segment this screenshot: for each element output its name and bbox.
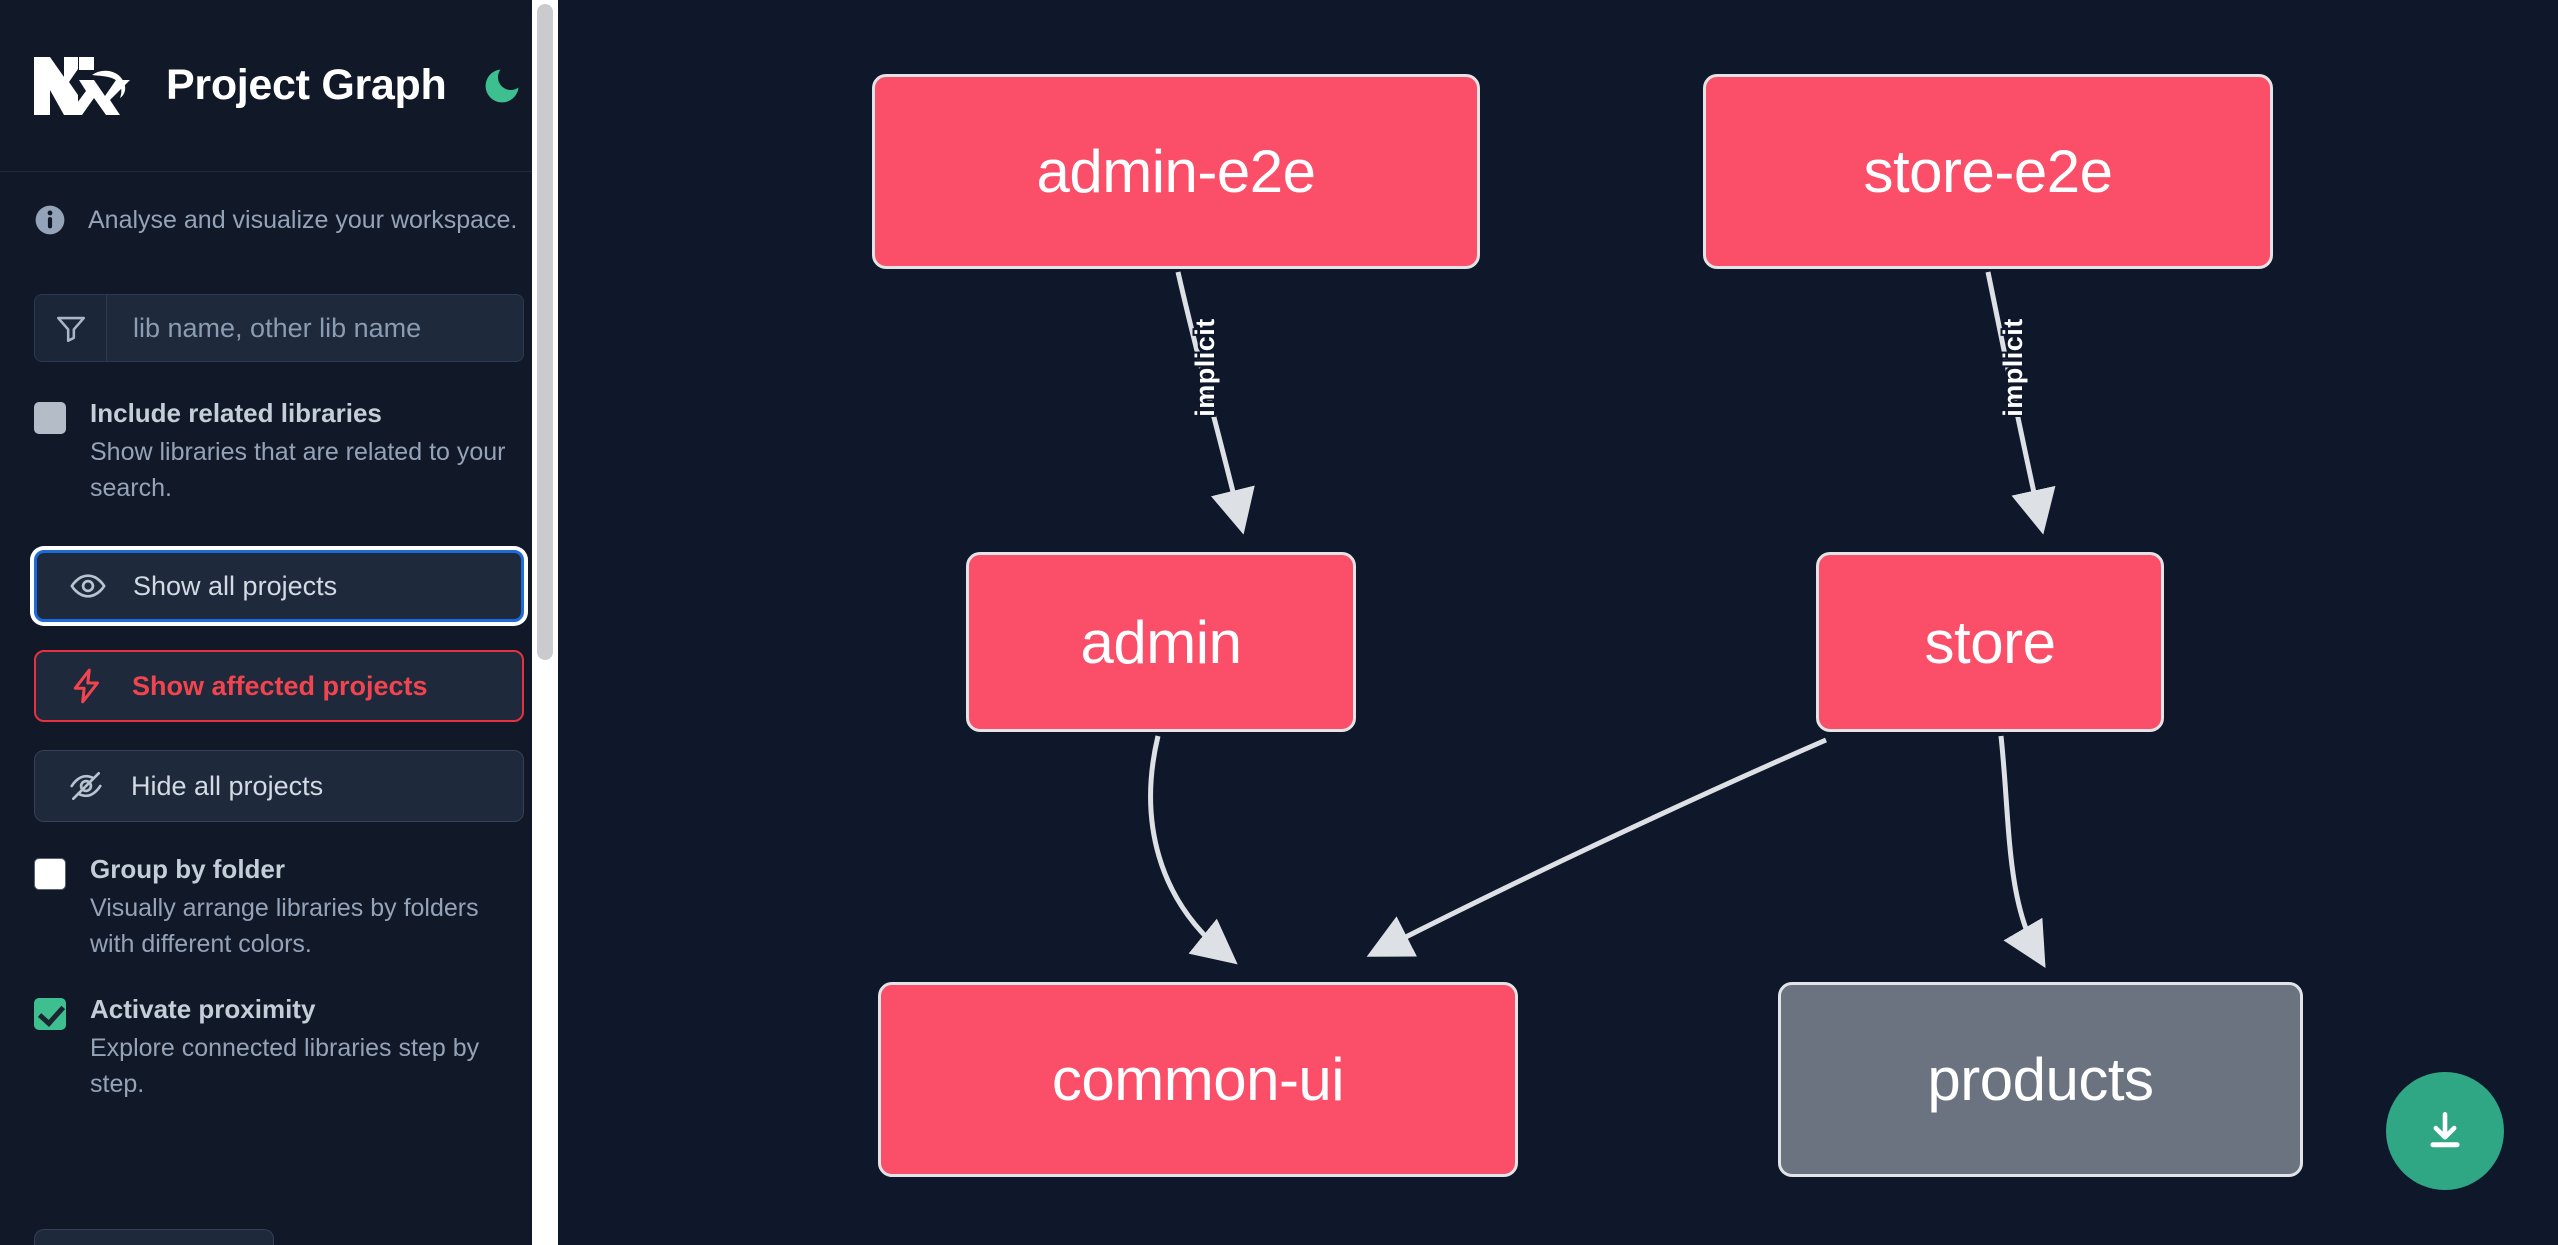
node-label: products xyxy=(1927,1046,2154,1113)
graph-node-store-e2e[interactable]: store-e2e xyxy=(1703,74,2273,269)
node-label: store xyxy=(1924,608,2056,676)
edge-admin-common-ui xyxy=(1148,735,1238,965)
page-title: Project Graph xyxy=(166,61,447,109)
graph-node-products[interactable]: products xyxy=(1778,982,2303,1177)
option-description: Explore connected libraries step by step… xyxy=(90,1034,480,1098)
eye-off-icon xyxy=(67,767,105,805)
graph-node-common-ui[interactable]: common-ui xyxy=(878,982,1518,1177)
tagline-text: Analyse and visualize your workspace. xyxy=(88,205,518,234)
filter-icon xyxy=(35,295,107,361)
activate-proximity-checkbox[interactable] xyxy=(34,998,66,1031)
edge-store-products xyxy=(1998,735,2046,968)
show-affected-projects-button[interactable]: Show affected projects xyxy=(34,650,524,723)
node-label: store-e2e xyxy=(1863,138,2113,205)
download-button[interactable] xyxy=(2386,1072,2504,1190)
moon-icon[interactable] xyxy=(480,59,524,113)
show-all-projects-button[interactable]: Show all projects xyxy=(34,550,524,623)
option-activate-proximity[interactable]: Activate proximity Explore connected lib… xyxy=(0,992,558,1102)
info-icon xyxy=(34,204,66,236)
sidebar-bottom-widget[interactable] xyxy=(34,1229,274,1245)
option-title: Include related libraries xyxy=(90,398,382,428)
option-description: Show libraries that are related to your … xyxy=(90,438,506,502)
graph-node-admin-e2e[interactable]: admin-e2e xyxy=(872,74,1480,269)
sidebar: Project Graph Analyse and visualize your… xyxy=(0,0,558,1245)
eye-icon xyxy=(69,567,107,605)
nx-logo-icon xyxy=(34,53,130,119)
option-title: Group by folder xyxy=(90,854,285,885)
sidebar-scrollbar-thumb[interactable] xyxy=(537,4,553,660)
bolt-icon xyxy=(68,667,106,705)
option-title: Activate proximity xyxy=(90,994,316,1025)
node-label: admin xyxy=(1080,608,1242,676)
search-field[interactable] xyxy=(34,294,524,362)
download-icon xyxy=(2420,1106,2470,1156)
option-description: Visually arrange libraries by folders wi… xyxy=(90,894,479,958)
edge-admin-e2e-admin xyxy=(1175,271,1255,535)
button-label: Show all projects xyxy=(133,570,338,601)
button-label: Hide all projects xyxy=(131,770,324,801)
graph-node-admin[interactable]: admin xyxy=(966,552,1356,732)
sidebar-header: Project Graph xyxy=(0,0,558,172)
hide-all-projects-button[interactable]: Hide all projects xyxy=(34,750,524,823)
search-input[interactable] xyxy=(107,295,523,361)
button-label: Show affected projects xyxy=(132,670,428,701)
include-related-libraries-checkbox[interactable] xyxy=(34,402,66,434)
node-label: common-ui xyxy=(1051,1046,1345,1113)
tagline: Analyse and visualize your workspace. xyxy=(0,172,558,236)
node-label: admin-e2e xyxy=(1036,138,1316,205)
group-by-folder-checkbox[interactable] xyxy=(34,858,66,891)
option-include-related-libraries[interactable]: Include related libraries Show libraries… xyxy=(0,396,558,506)
sidebar-scrollbar[interactable] xyxy=(532,0,558,1245)
edge-store-common-ui xyxy=(1366,737,1827,957)
graph-canvas[interactable]: admin-e2e store-e2e admin store common-u… xyxy=(558,0,2558,1245)
option-group-by-folder[interactable]: Group by folder Visually arrange librari… xyxy=(0,852,558,962)
edge-store-e2e-store xyxy=(1985,271,2056,535)
action-button-group: Show all projects Show affected projects xyxy=(0,550,558,823)
graph-edges xyxy=(1148,271,2056,968)
graph-node-store[interactable]: store xyxy=(1816,552,2164,732)
